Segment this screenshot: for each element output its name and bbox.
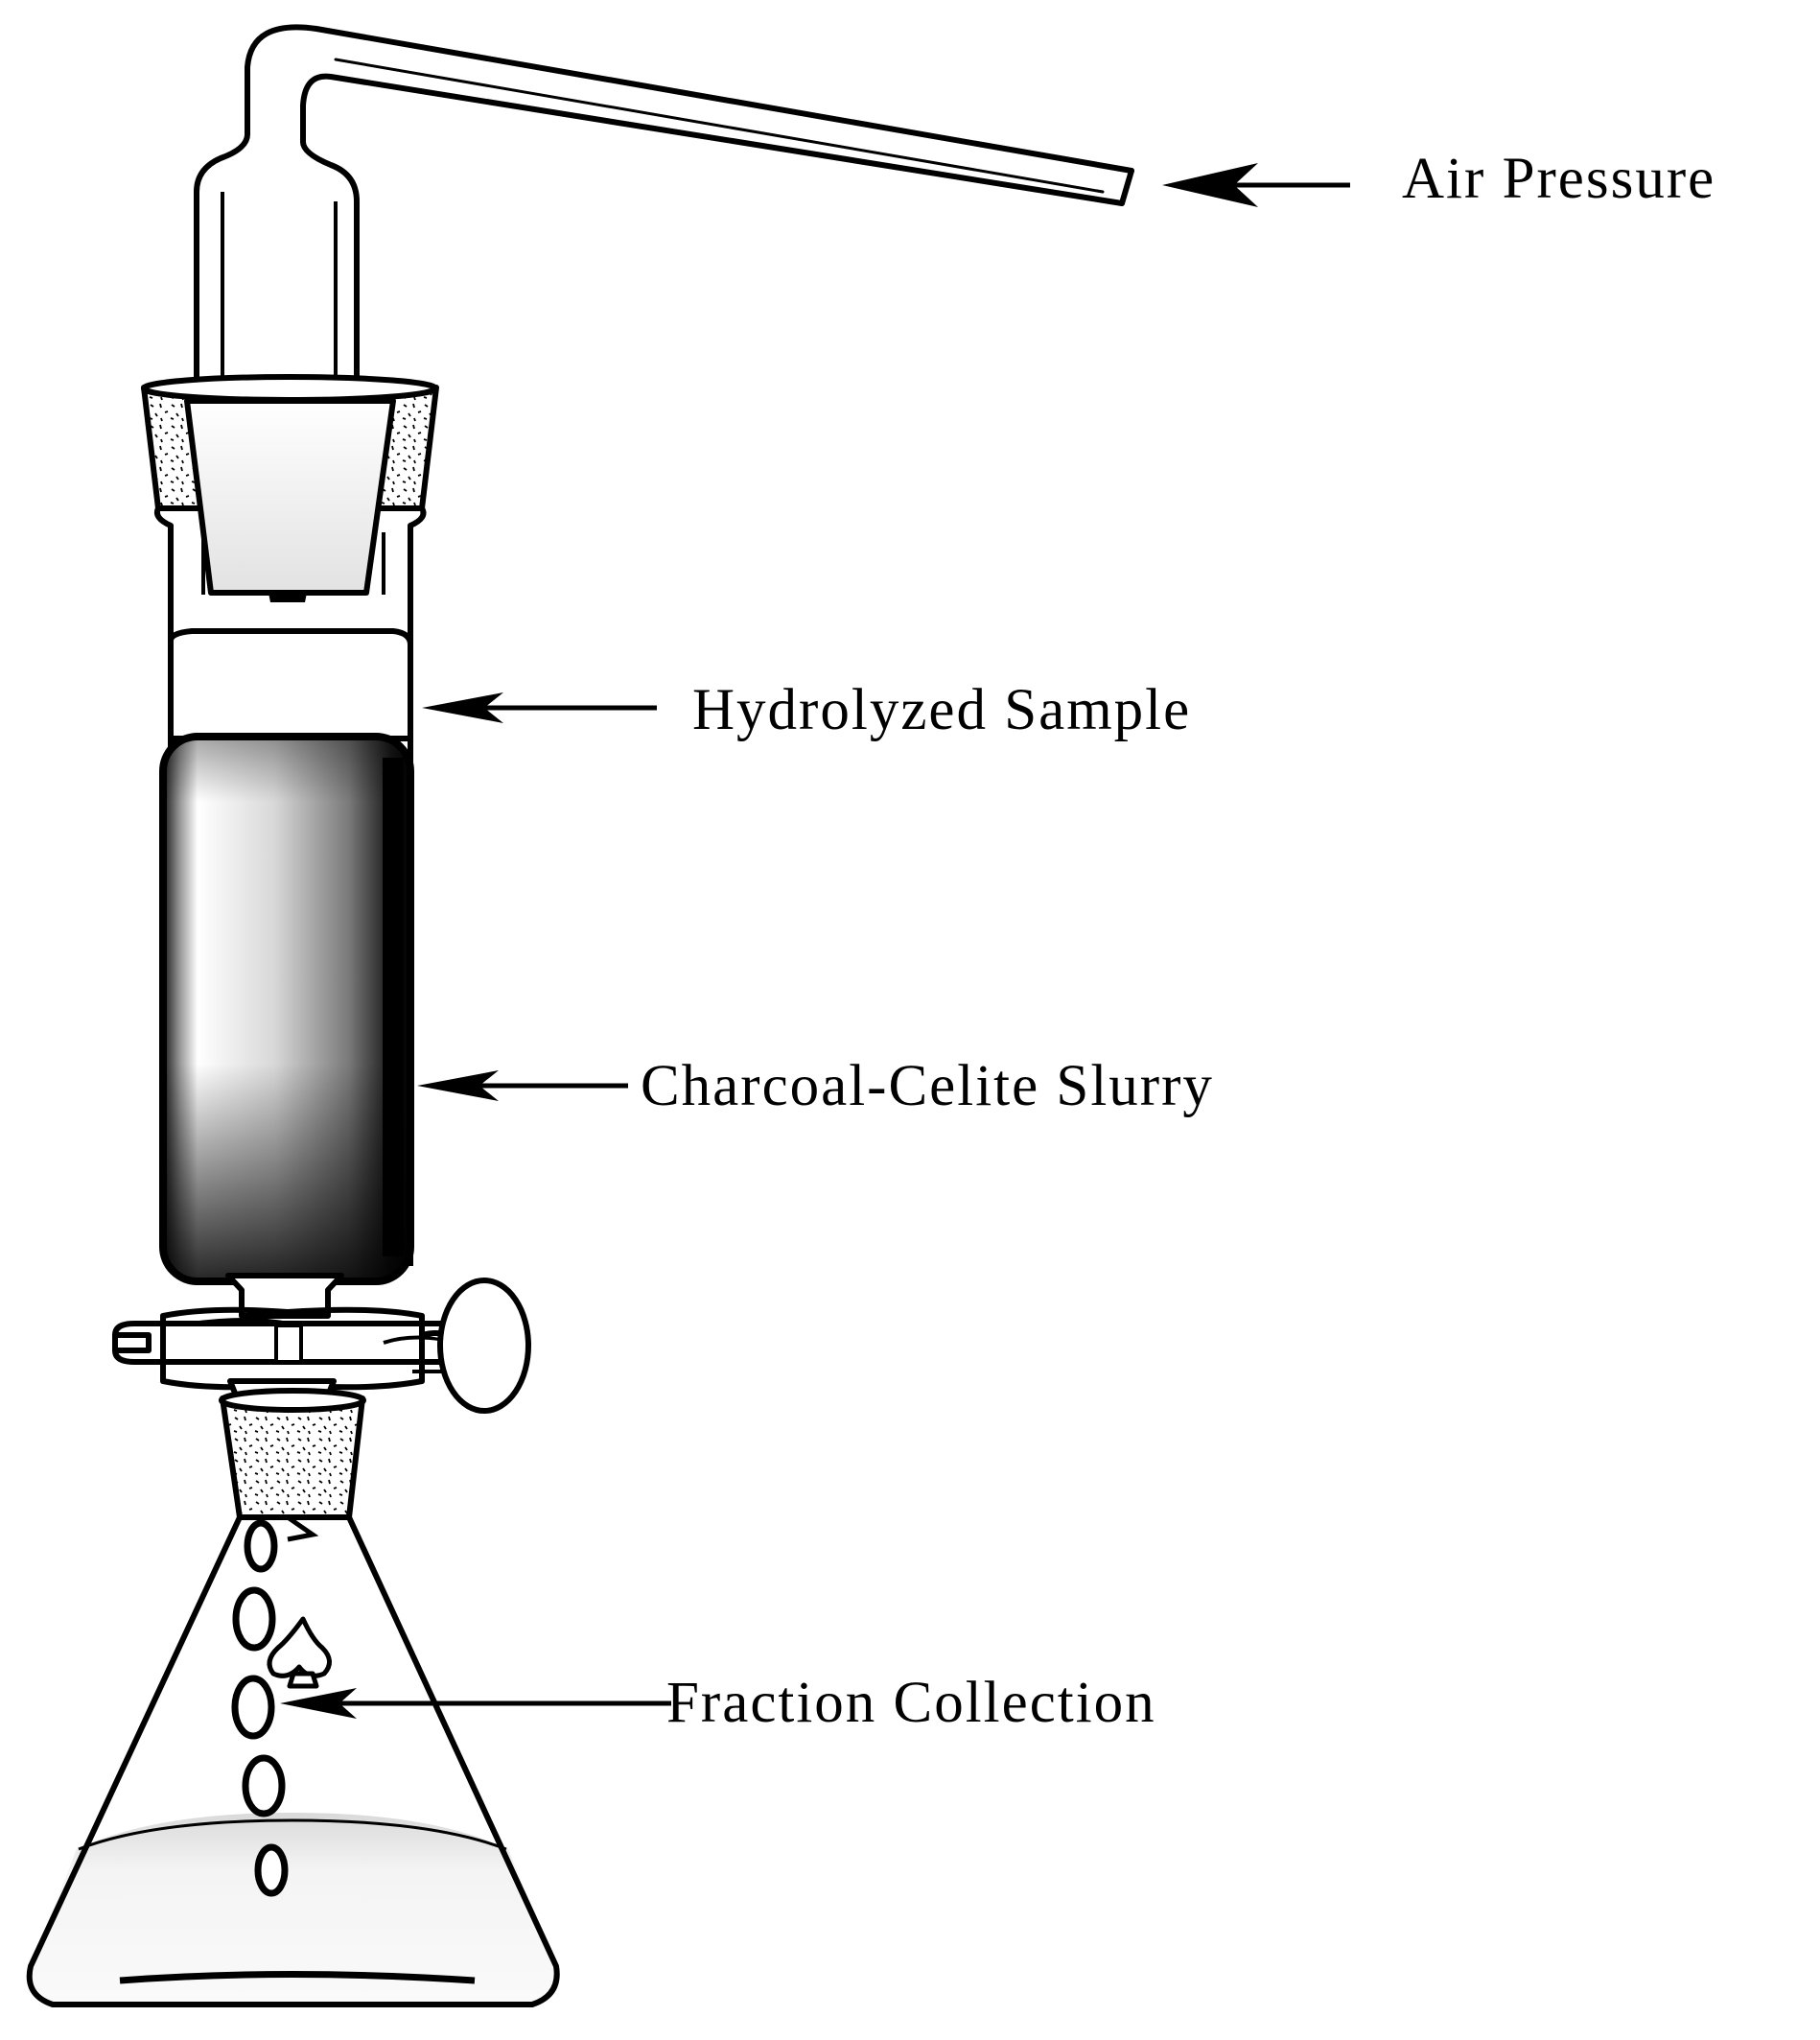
drop xyxy=(244,1519,278,1573)
column-body xyxy=(153,506,427,1266)
air-inlet-tube xyxy=(245,24,1134,206)
drop xyxy=(232,1586,276,1652)
inlet-adapter-bulb xyxy=(194,133,360,384)
air-pressure-label: Air Pressure xyxy=(1402,147,1715,211)
charcoal-celite-slurry-layer xyxy=(159,733,414,1285)
flask-cork-stopper xyxy=(219,1388,366,1542)
top-stopper xyxy=(184,398,396,602)
hydrolyzed-sample-label: Hydrolyzed Sample xyxy=(692,678,1191,742)
hydrolyzed-sample-layer xyxy=(168,628,413,741)
air-pressure-arrow xyxy=(1162,163,1350,207)
drop xyxy=(231,1675,275,1740)
fraction-collection-label: Fraction Collection xyxy=(666,1671,1156,1735)
drop xyxy=(242,1754,286,1817)
column-outlet-neck xyxy=(225,1273,344,1319)
fraction-collection-arrow xyxy=(280,1688,671,1719)
erlenmeyer-flask xyxy=(26,1515,560,2007)
falling-drops xyxy=(231,1519,289,1897)
slurry-arrow xyxy=(417,1070,628,1101)
hydrolyzed-sample-arrow xyxy=(422,692,657,723)
drop xyxy=(254,1843,289,1897)
charcoal-celite-slurry-label: Charcoal-Celite Slurry xyxy=(641,1054,1214,1118)
spade-mark xyxy=(267,1616,332,1689)
